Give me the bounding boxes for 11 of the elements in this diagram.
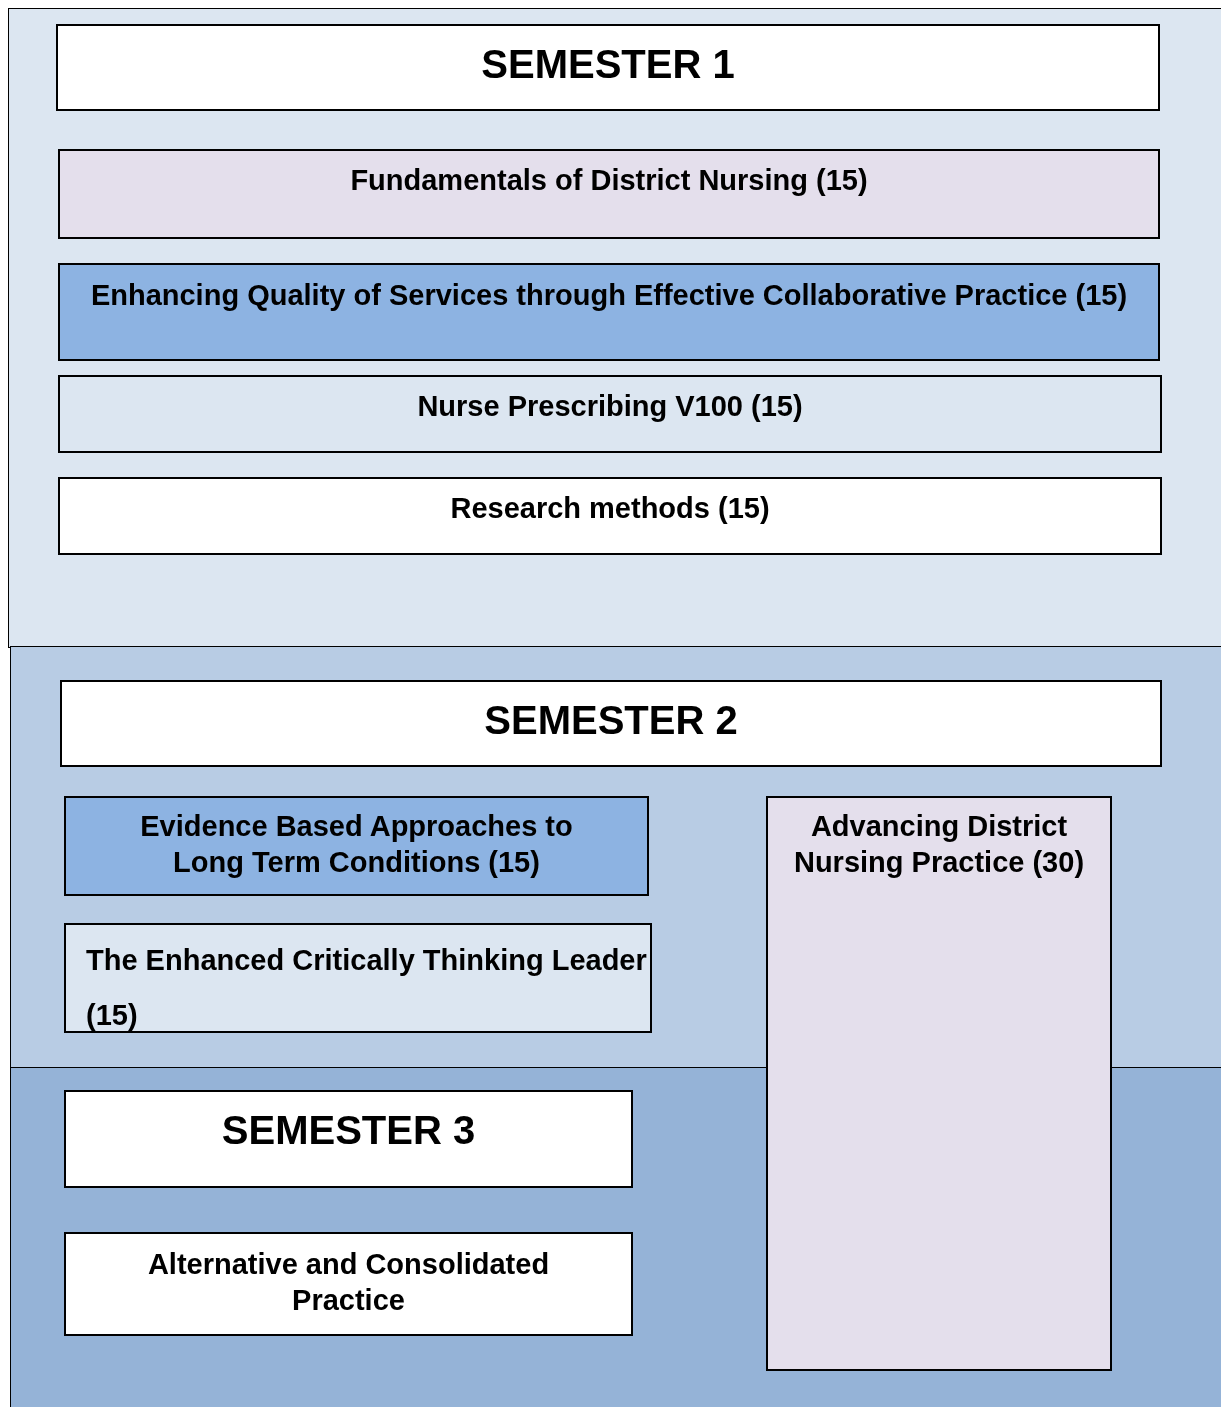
module-box: Nurse Prescribing V100 (15) <box>58 375 1162 453</box>
module-box: Advancing District Nursing Practice (30) <box>766 796 1112 1371</box>
module-box: Evidence Based Approaches to Long Term Conditions (15) <box>64 796 649 896</box>
module-box: Fundamentals of District Nursing (15) <box>58 149 1160 239</box>
module-box: The Enhanced Critically Thinking Leader (15) <box>64 923 652 1033</box>
module-box: Research methods (15) <box>58 477 1162 555</box>
semester-heading: SEMESTER 3 <box>64 1090 633 1188</box>
module-box: Enhancing Quality of Services through Effective Collaborative Practice (15) <box>58 263 1160 361</box>
semester-heading: SEMESTER 2 <box>60 680 1162 767</box>
module-box: Alternative and Consolidated Practice <box>64 1232 633 1336</box>
semester-heading: SEMESTER 1 <box>56 24 1160 111</box>
